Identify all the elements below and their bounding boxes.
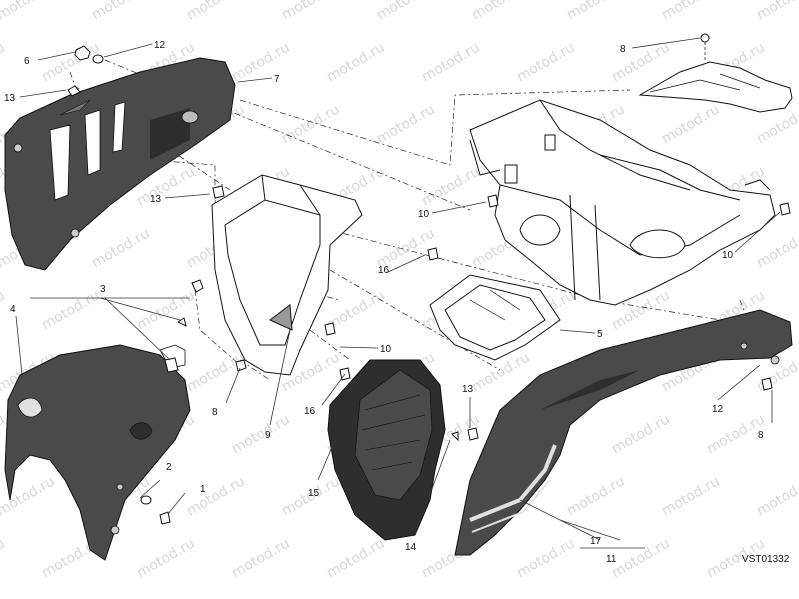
callout-13-bottom: 13 — [462, 384, 474, 395]
watermark-text: motod.ru — [514, 39, 578, 85]
callout-17: 17 — [590, 536, 602, 547]
callout-13-middle: 13 — [150, 194, 162, 205]
fasteners-misc — [140, 194, 791, 525]
callout-leader-lines — [15, 37, 781, 549]
watermark-text: motod.ru — [229, 39, 293, 85]
callout-10-middle: 10 — [380, 344, 392, 355]
right-lower-fairing-11 — [454, 309, 793, 556]
callout-8-top-right: 8 — [620, 44, 626, 55]
callout-12-right: 12 — [712, 404, 724, 415]
rear-cover-top-right — [638, 33, 793, 113]
watermark-text: motod.ru — [279, 101, 343, 147]
callout-16-upper: 16 — [378, 265, 390, 276]
callout-8-left: 8 — [212, 407, 218, 418]
watermark-text: motod.ru — [0, 535, 8, 581]
watermark-text: motod.ru — [754, 0, 799, 23]
watermark-text: motod.ru — [89, 0, 153, 23]
watermark-text: motod.ru — [374, 0, 438, 23]
callout-5: 5 — [597, 329, 603, 340]
callout-10-upper: 10 — [418, 209, 430, 220]
callout-10-right: 10 — [722, 250, 734, 261]
bracket-part-5 — [429, 274, 561, 361]
callout-2: 2 — [166, 462, 172, 473]
callout-6: 6 — [24, 56, 30, 67]
watermark-text: motod.ru — [0, 0, 58, 23]
watermark-text: motod.ru — [39, 287, 103, 333]
callout-1: 1 — [200, 484, 206, 495]
watermark-text: motod.ru — [514, 535, 578, 581]
inner-fairing-frame-9 — [211, 174, 363, 376]
watermark-text: motod.ru — [89, 225, 153, 271]
fasteners-top-left — [67, 45, 225, 199]
subframe-assembly — [469, 99, 776, 306]
watermark-text: motod.ru — [374, 101, 438, 147]
watermark-text: motod.ru — [184, 473, 248, 519]
airbox-part-15 — [327, 359, 446, 541]
callout-numbers: 6 12 13 7 8 13 10 16 10 3 4 5 10 13 8 16… — [4, 40, 764, 565]
front-mudguard-panel-4 — [4, 344, 191, 561]
watermark-text: motod.ru — [564, 473, 628, 519]
drawing-code: VST01332 — [742, 554, 790, 565]
watermark-text: motod.ru — [229, 411, 293, 457]
callout-12-top: 12 — [154, 40, 166, 51]
watermark-text: motod.ru — [229, 535, 293, 581]
callout-13-top: 13 — [4, 93, 16, 104]
watermark-text: motod.ru — [659, 0, 723, 23]
watermark-text: motod.ru — [659, 473, 723, 519]
watermark-text: motod.ru — [469, 0, 533, 23]
watermark-text: motod.ru — [609, 535, 673, 581]
watermark-text: motod.ru — [419, 163, 483, 209]
watermark-text: motod.ru — [279, 0, 343, 23]
callout-15: 15 — [308, 488, 320, 499]
watermark-text: motod.ru — [0, 39, 8, 85]
watermark-text: motod.ru — [134, 535, 198, 581]
watermark-text: motod.ru — [419, 39, 483, 85]
callout-9: 9 — [265, 430, 271, 441]
watermark-text: motod.ru — [754, 225, 799, 271]
watermark-text: motod.ru — [39, 39, 103, 85]
watermark-text: motod.ru — [324, 535, 388, 581]
watermark-text: motod.ru — [0, 287, 8, 333]
callout-14: 14 — [405, 542, 417, 553]
callout-4: 4 — [10, 304, 16, 315]
watermark-text: motod.ru — [134, 287, 198, 333]
watermark-text: motod.ru — [609, 411, 673, 457]
watermark-text: motod.ru — [754, 473, 799, 519]
callout-11: 11 — [606, 554, 617, 565]
callout-7: 7 — [274, 74, 280, 85]
left-side-panel-7 — [4, 57, 236, 271]
watermark-text: motod.ru — [564, 0, 628, 23]
watermark-text: motod.ru — [659, 101, 723, 147]
watermark-text: motod.ru — [184, 0, 248, 23]
watermark-text: motod.ru — [324, 39, 388, 85]
callout-8-right: 8 — [758, 430, 764, 441]
callout-3: 3 — [100, 284, 106, 295]
callout-16-lower: 16 — [304, 406, 316, 417]
